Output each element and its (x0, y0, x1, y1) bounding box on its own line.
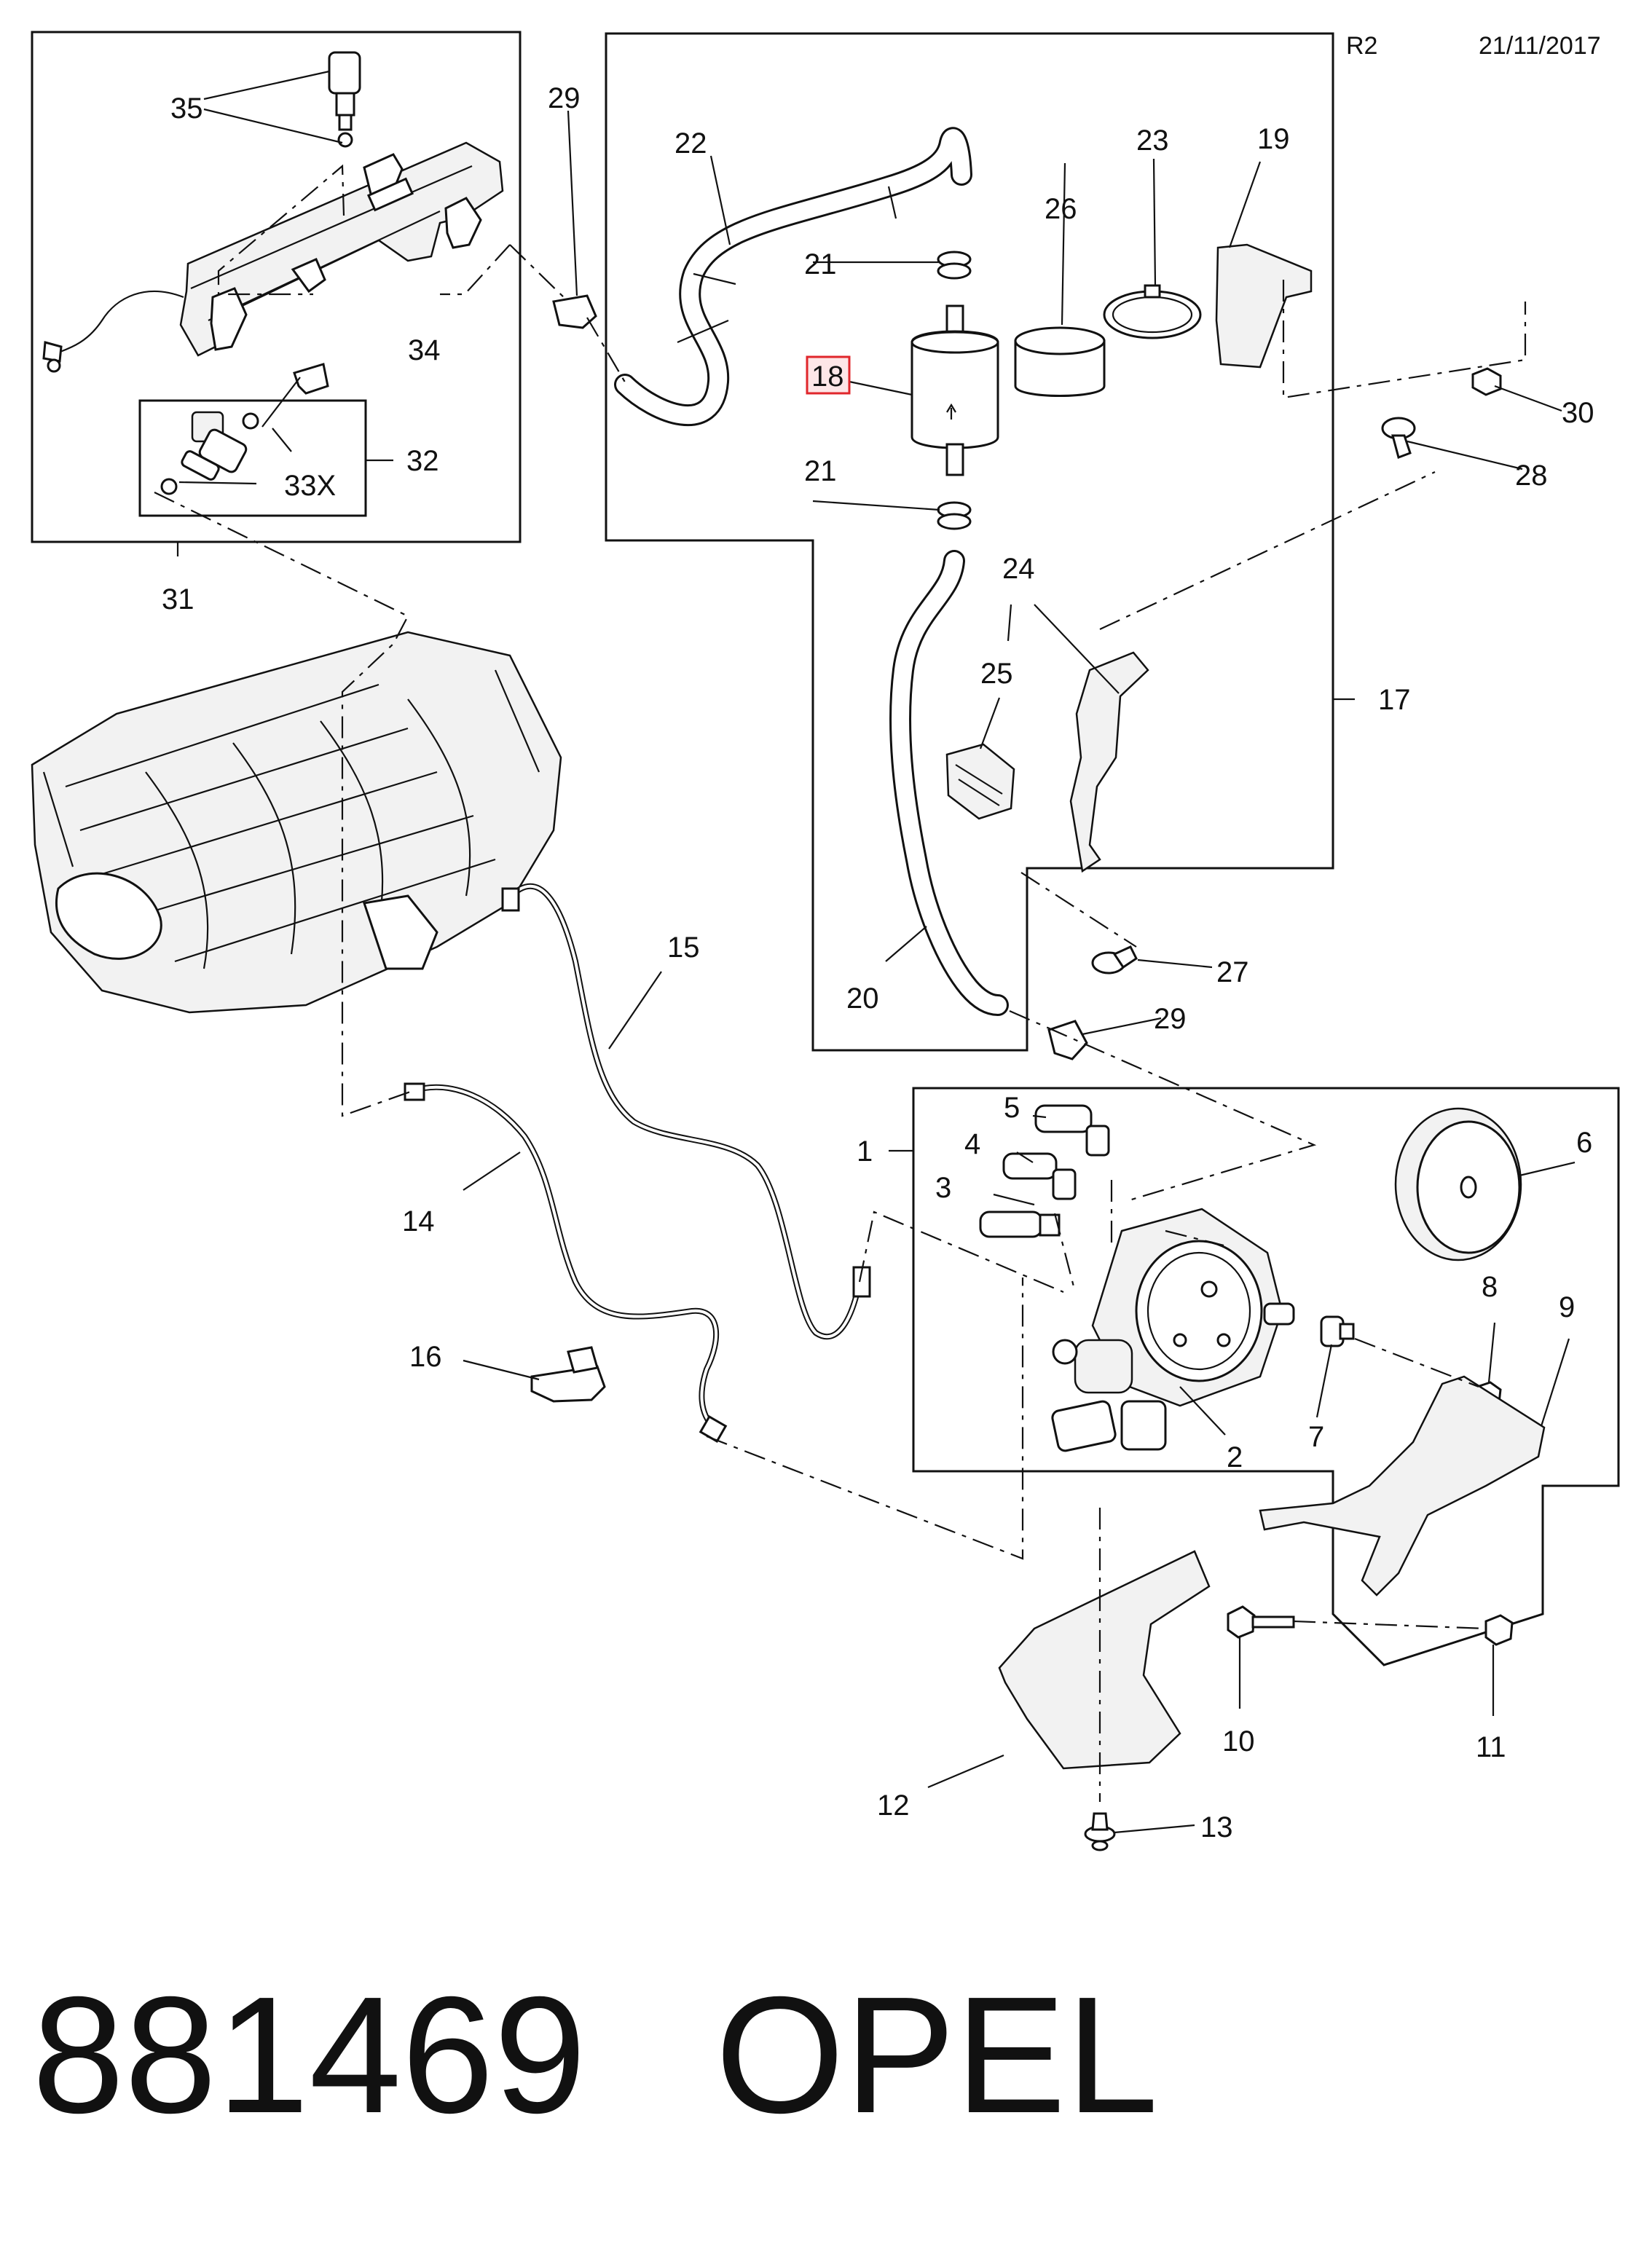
callout-21-upper: 21 (804, 248, 837, 280)
callout-12: 12 (877, 1790, 910, 1822)
callout-17: 17 (1378, 684, 1411, 716)
leader-lines (176, 70, 1576, 1834)
clamp-21-upper (937, 251, 972, 280)
callout-29-upper: 29 (548, 82, 581, 114)
callout-25: 25 (980, 658, 1013, 690)
callout-18: 18 (811, 361, 844, 393)
callout-1: 1 (857, 1135, 873, 1168)
callout-27: 27 (1216, 956, 1249, 988)
callout-26: 26 (1045, 193, 1077, 225)
hose-20 (889, 550, 1009, 1016)
fitting-4 (1002, 1152, 1077, 1200)
callout-18-highlight (806, 355, 851, 395)
revision-label: R2 (1346, 32, 1377, 60)
clamp-21-lower (937, 501, 972, 530)
vaporizer-2 (1051, 1208, 1295, 1452)
group-31-frame (31, 31, 522, 543)
pin-27 (1091, 945, 1138, 975)
callout-7: 7 (1308, 1421, 1324, 1453)
callout-31: 31 (162, 583, 194, 615)
callout-21-lower: 21 (804, 455, 837, 487)
assembly-lines (154, 164, 1527, 1802)
callout-30: 30 (1562, 397, 1594, 429)
callout-5: 5 (1004, 1092, 1020, 1124)
group-17-frame (605, 32, 1334, 1052)
callout-29-lower: 29 (1154, 1003, 1187, 1035)
clip-34 (293, 363, 329, 395)
callout-9: 9 (1559, 1291, 1575, 1323)
sleeve-26 (1014, 326, 1106, 397)
fuel-rail-assembly (42, 51, 504, 373)
callout-28: 28 (1515, 460, 1548, 492)
ring-23 (1103, 284, 1202, 339)
intake-manifold (31, 631, 562, 1014)
callout-15: 15 (667, 932, 700, 964)
bracket-9 (1259, 1375, 1546, 1597)
injector-33x (160, 411, 259, 495)
callout-14: 14 (402, 1205, 435, 1237)
callout-6: 6 (1576, 1127, 1592, 1159)
callout-8: 8 (1482, 1271, 1498, 1303)
wire-15 (501, 883, 871, 1340)
callout-35: 35 (170, 92, 203, 125)
clamp-16 (530, 1346, 606, 1403)
bolt-10 (1227, 1605, 1295, 1639)
nut-30 (1471, 367, 1502, 396)
wire-14 (404, 1082, 728, 1443)
pin-13 (1084, 1812, 1116, 1851)
callout-22: 22 (674, 127, 707, 160)
callout-19: 19 (1257, 123, 1290, 155)
callout-23: 23 (1136, 125, 1169, 157)
air-filter-6 (1394, 1107, 1522, 1261)
sensor-7 (1320, 1315, 1355, 1347)
clip-29-lower (1047, 1020, 1088, 1060)
callout-13: 13 (1200, 1811, 1233, 1843)
nut-11 (1484, 1614, 1514, 1646)
bracket-24 (1069, 651, 1149, 873)
group-32-frame (138, 399, 367, 517)
callout-24: 24 (1002, 553, 1035, 585)
connector-25 (945, 743, 1015, 820)
callout-4: 4 (964, 1128, 980, 1160)
fitting-3 (979, 1210, 1061, 1238)
callout-3: 3 (935, 1172, 951, 1204)
heat-shield-12 (998, 1550, 1211, 1770)
hose-22 (614, 127, 972, 426)
fitting-5 (1034, 1104, 1110, 1157)
callout-2: 2 (1227, 1441, 1243, 1473)
brand-name: OPEL (715, 1963, 1158, 2148)
callout-10: 10 (1222, 1725, 1255, 1757)
callout-32: 32 (406, 445, 439, 477)
callout-16: 16 (409, 1341, 442, 1373)
group-1-frame (912, 1087, 1620, 1666)
callout-11: 11 (1476, 1731, 1506, 1763)
pin-28 (1381, 417, 1416, 459)
part-number: 881469 (32, 1963, 586, 2148)
date-label: 21/11/2017 (1479, 32, 1601, 60)
bracket-19 (1215, 243, 1313, 369)
callout-20: 20 (846, 983, 879, 1015)
callout-34: 34 (408, 334, 441, 366)
fuel-filter-18 (910, 304, 999, 476)
callout-33x: 33X (284, 470, 336, 502)
